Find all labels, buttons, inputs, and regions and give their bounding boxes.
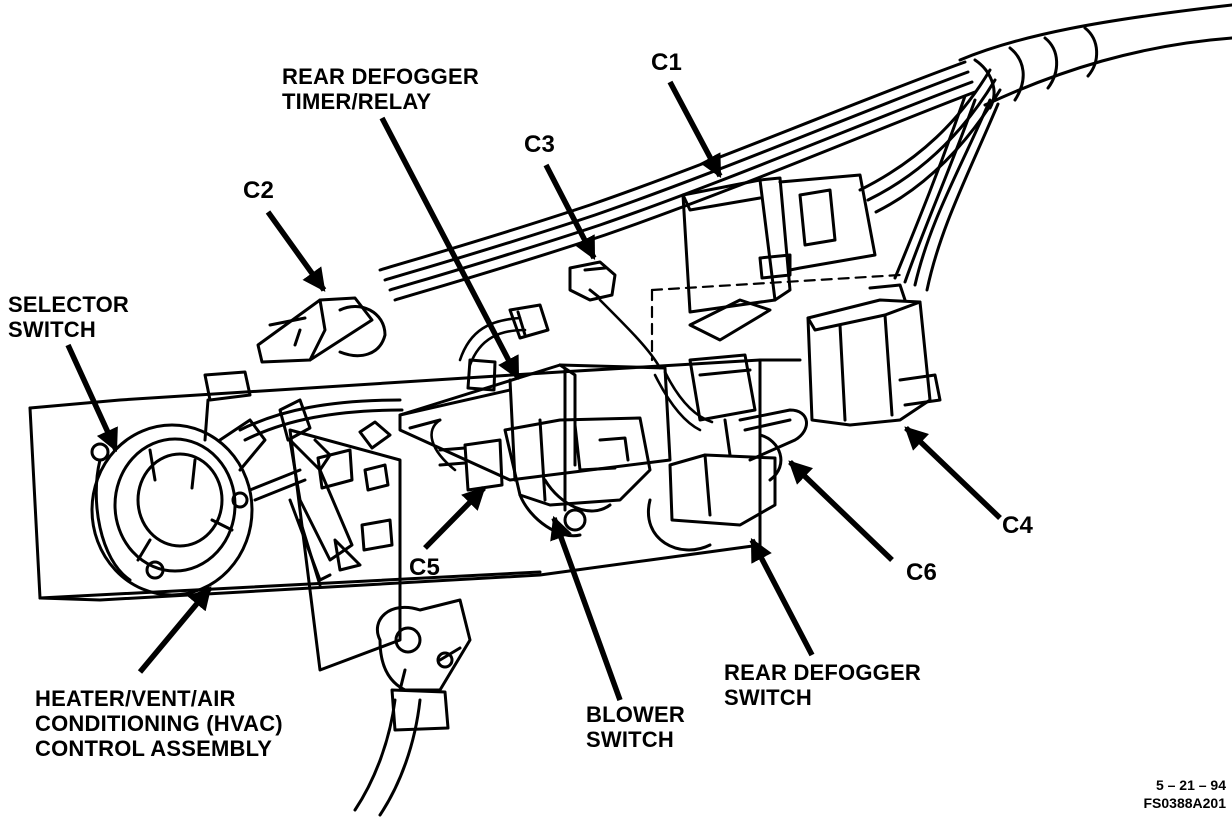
label-rear-defogger-switch: REAR DEFOGGER SWITCH	[724, 660, 921, 710]
label-line: REAR DEFOGGER	[724, 660, 921, 685]
internal-wiring	[430, 298, 714, 472]
label-line: SWITCH	[586, 727, 674, 752]
label-c4: C4	[1002, 512, 1034, 539]
c4-connector	[806, 283, 942, 427]
arrow-c4	[904, 426, 1002, 520]
arrow-timer-relay	[379, 116, 521, 381]
rear-defogger-timer-relay-module	[398, 363, 672, 482]
label-c2: C2	[243, 177, 275, 204]
arrow-c6	[788, 460, 894, 562]
arrow-blower-switch	[550, 515, 623, 701]
label-hvac-control-assembly: HEATER/VENT/AIR CONDITIONING (HVAC) CONT…	[35, 686, 283, 761]
arrow-c5	[423, 486, 486, 550]
label-blower-switch: BLOWER SWITCH	[586, 702, 685, 752]
label-selector-switch: SELECTOR SWITCH	[8, 292, 129, 342]
figure-date: 5 – 21 – 94	[1155, 777, 1226, 793]
lower-cable	[353, 598, 472, 817]
label-line: CONDITIONING (HVAC)	[35, 711, 283, 736]
callout-arrows	[65, 80, 1002, 701]
label-line: REAR DEFOGGER	[282, 64, 479, 89]
figure-footer: 5 – 21 – 94 FS0388A201	[1143, 776, 1226, 812]
figure-id: FS0388A201	[1143, 795, 1226, 811]
label-line: SELECTOR	[8, 292, 129, 317]
control-sub-panel	[288, 420, 402, 672]
label-c3: C3	[524, 131, 556, 158]
label-line: CONTROL ASSEMBLY	[35, 736, 273, 761]
label-line: SWITCH	[724, 685, 812, 710]
arrow-rear-defogger-switch	[749, 537, 815, 657]
blower-switch-body	[438, 416, 652, 538]
arrow-c3	[543, 163, 597, 261]
c2-connector	[256, 296, 387, 364]
selector-switch-knob	[90, 370, 267, 597]
label-line: TIMER/RELAY	[282, 89, 432, 114]
label-line: HEATER/VENT/AIR	[35, 686, 236, 711]
wiring-harness	[378, 3, 1232, 302]
arrow-hvac-assembly	[137, 586, 213, 674]
label-c6: C6	[906, 559, 938, 586]
arrow-selector-switch	[65, 343, 119, 453]
rear-defogger-switch-body	[646, 353, 808, 552]
mode-linkage	[238, 398, 404, 582]
label-c5: C5	[409, 554, 441, 581]
label-rear-defogger-timer-relay: REAR DEFOGGER TIMER/RELAY	[282, 64, 479, 114]
label-line: SWITCH	[8, 317, 96, 342]
c1-connector	[681, 173, 877, 342]
label-c1: C1	[651, 49, 683, 76]
c3-connector	[568, 260, 617, 302]
arrow-c2	[265, 210, 327, 292]
label-line: BLOWER	[586, 702, 685, 727]
arrow-c1	[667, 80, 723, 179]
